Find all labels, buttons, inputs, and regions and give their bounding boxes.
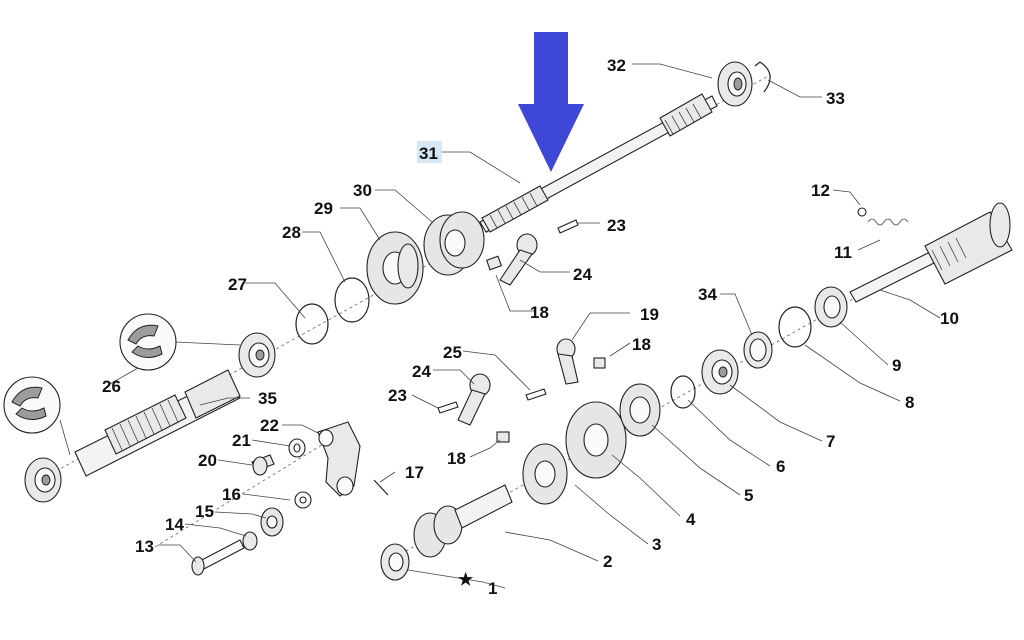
label-6[interactable]: 6 bbox=[776, 457, 785, 476]
label-12[interactable]: 12 bbox=[811, 181, 830, 200]
pin-23-lower[interactable] bbox=[437, 401, 459, 414]
bearing-detail-upper bbox=[119, 313, 177, 371]
washer-16[interactable] bbox=[294, 491, 312, 509]
snap-ring-8[interactable] bbox=[778, 306, 812, 348]
label-11[interactable]: 11 bbox=[834, 243, 852, 262]
label-15[interactable]: 15 bbox=[195, 502, 214, 521]
label-13[interactable]: 13 bbox=[135, 537, 154, 556]
label-26[interactable]: 26 bbox=[102, 377, 121, 396]
gear-30[interactable] bbox=[423, 211, 485, 276]
snap-ring-6[interactable] bbox=[670, 375, 696, 409]
spring-11[interactable] bbox=[867, 218, 909, 226]
ball-12[interactable] bbox=[857, 207, 867, 217]
seal-9[interactable] bbox=[814, 286, 848, 328]
label-34[interactable]: 34 bbox=[698, 285, 717, 304]
label-20[interactable]: 20 bbox=[198, 451, 217, 470]
bearing-detail-lower bbox=[3, 376, 61, 434]
gear-shaft-2[interactable] bbox=[413, 484, 513, 558]
shift-fork-24-lower[interactable] bbox=[457, 373, 510, 443]
bearing-26-lower[interactable] bbox=[24, 457, 62, 503]
label-17[interactable]: 17 bbox=[405, 463, 424, 482]
pin-17[interactable] bbox=[373, 479, 389, 496]
label-28[interactable]: 28 bbox=[282, 223, 301, 242]
bearing-1[interactable] bbox=[380, 543, 410, 581]
label-33[interactable]: 33 bbox=[826, 89, 845, 108]
direction-arrow bbox=[518, 32, 584, 172]
bearing-32[interactable] bbox=[717, 61, 753, 107]
label-14[interactable]: 14 bbox=[165, 515, 184, 534]
label-32[interactable]: 32 bbox=[607, 56, 626, 75]
label-24-lower[interactable]: 24 bbox=[412, 362, 431, 381]
circlip-33[interactable] bbox=[754, 61, 771, 93]
label-5[interactable]: 5 bbox=[744, 486, 753, 505]
bracket-22[interactable] bbox=[317, 421, 361, 497]
label-24-upper[interactable]: 24 bbox=[573, 265, 592, 284]
label-9[interactable]: 9 bbox=[892, 356, 901, 375]
label-23-upper[interactable]: 23 bbox=[607, 216, 626, 235]
main-shaft-31[interactable] bbox=[479, 93, 718, 233]
label-3[interactable]: 3 bbox=[652, 535, 661, 554]
center-lines bbox=[39, 74, 861, 561]
output-shaft-10[interactable] bbox=[849, 202, 1013, 303]
label-31[interactable]: 31 bbox=[419, 144, 438, 163]
synchronizer-5[interactable] bbox=[619, 383, 661, 437]
shift-fork-19[interactable] bbox=[556, 338, 606, 385]
label-21[interactable]: 21 bbox=[232, 431, 251, 450]
bearing-26-upper[interactable] bbox=[238, 332, 276, 378]
gear-29[interactable] bbox=[366, 231, 424, 305]
leader-lines bbox=[59, 63, 941, 589]
pin-25[interactable] bbox=[525, 388, 547, 401]
label-7[interactable]: 7 bbox=[826, 432, 835, 451]
star-icon: ★ bbox=[458, 570, 474, 589]
label-16[interactable]: 16 bbox=[222, 485, 241, 504]
needle-bearing-14[interactable] bbox=[242, 531, 258, 551]
washer-21[interactable] bbox=[288, 438, 306, 458]
label-8[interactable]: 8 bbox=[905, 393, 914, 412]
label-18-right[interactable]: 18 bbox=[632, 335, 651, 354]
label-19[interactable]: 19 bbox=[640, 305, 659, 324]
shift-fork-24-upper[interactable] bbox=[485, 233, 538, 286]
label-4[interactable]: 4 bbox=[686, 510, 696, 529]
snap-ring-28[interactable] bbox=[334, 277, 370, 323]
pin-23-upper[interactable] bbox=[557, 219, 579, 234]
shaft-13[interactable] bbox=[191, 539, 245, 576]
worm-shaft-35[interactable] bbox=[74, 369, 241, 477]
label-30[interactable]: 30 bbox=[353, 181, 372, 200]
label-23-lower[interactable]: 23 bbox=[388, 386, 407, 405]
label-35[interactable]: 35 bbox=[258, 389, 277, 408]
gear-4[interactable] bbox=[565, 401, 627, 479]
needle-bearing-34[interactable] bbox=[743, 331, 773, 369]
label-1[interactable]: 1 bbox=[488, 579, 497, 598]
label-27[interactable]: 27 bbox=[228, 275, 247, 294]
highlight-box-31 bbox=[417, 141, 442, 163]
label-10[interactable]: 10 bbox=[940, 309, 959, 328]
gear-3[interactable] bbox=[522, 443, 568, 505]
bearing-7[interactable] bbox=[701, 349, 739, 395]
label-18-lower[interactable]: 18 bbox=[447, 449, 466, 468]
label-29[interactable]: 29 bbox=[314, 199, 333, 218]
label-25[interactable]: 25 bbox=[443, 343, 462, 362]
label-2[interactable]: 2 bbox=[603, 552, 612, 571]
bolt-20[interactable] bbox=[251, 454, 275, 476]
label-22[interactable]: 22 bbox=[260, 416, 279, 435]
label-18-upper[interactable]: 18 bbox=[530, 303, 549, 322]
part-labels: 1 ★ 2 3 4 5 6 7 8 9 10 11 12 13 14 15 16… bbox=[102, 56, 959, 598]
shim-27[interactable] bbox=[295, 303, 329, 345]
gear-15[interactable] bbox=[260, 507, 284, 537]
